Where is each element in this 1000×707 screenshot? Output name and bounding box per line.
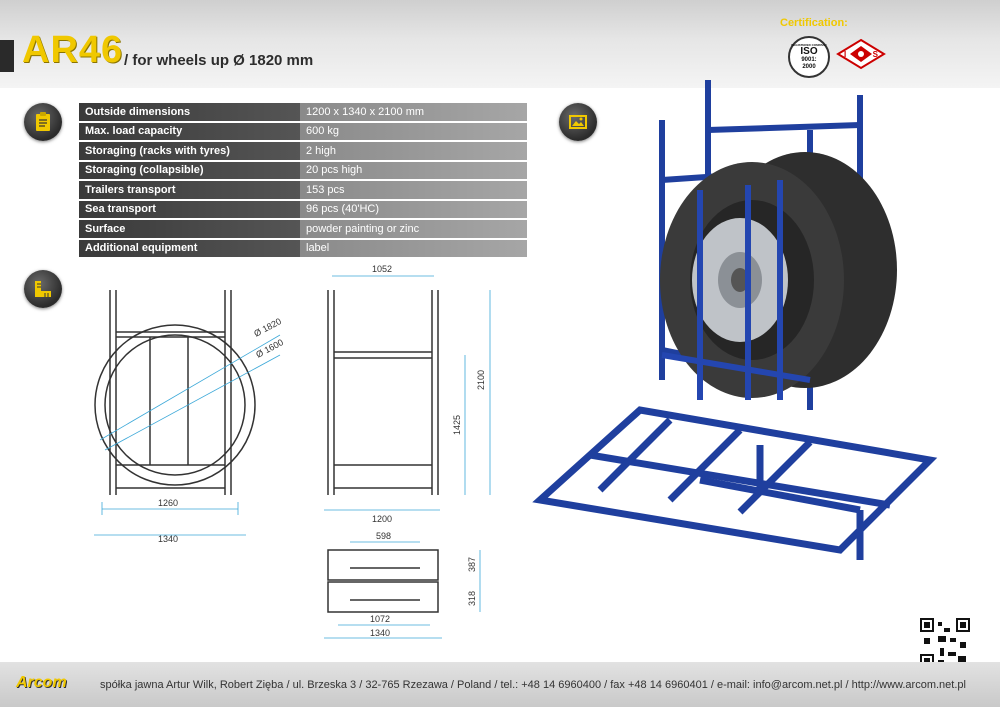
iso-badge-main: ISO: [800, 46, 818, 57]
ruler-icon: [24, 270, 62, 308]
iso-badge-line2: 2000: [802, 64, 816, 70]
dim-side-h2: 2100: [476, 370, 486, 390]
spec-label: Max. load capacity: [79, 121, 300, 142]
tyre: [660, 152, 897, 398]
side-view-drawing: 1052 2100 1425 1200: [324, 264, 491, 524]
dim-folded-w2: 1340: [370, 628, 390, 638]
spec-label: Trailers transport: [79, 180, 300, 200]
spec-value: powder painting or zinc: [300, 219, 527, 239]
spec-value: 1200 x 1340 x 2100 mm: [300, 103, 527, 122]
spec-row: Storaging (racks with tyres)2 high: [79, 141, 527, 161]
ios-letter-i: I: [844, 49, 847, 59]
collapsed-rack: [532, 406, 938, 560]
spec-value: 20 pcs high: [300, 160, 527, 181]
footer-contact: spółka jawna Artur Wilk, Robert Zięba / …: [100, 679, 966, 691]
image-icon: [559, 103, 597, 141]
dim-side-w: 1200: [372, 514, 392, 524]
model-subtitle: / for wheels up Ø 1820 mm: [124, 52, 314, 69]
spec-row: Storaging (collapsible)20 pcs high: [79, 160, 527, 181]
spec-value: 2 high: [300, 141, 527, 161]
ios-diamond-icon: [836, 38, 886, 70]
iso-certification-badge: REGISTERED COMPANY ISO 9001: 2000: [788, 36, 830, 78]
dim-side-h1: 1425: [452, 415, 462, 435]
footer: Arcom spółka jawna Artur Wilk, Robert Zi…: [0, 662, 1000, 707]
iso-badge-top: REGISTERED COMPANY: [791, 43, 827, 47]
clipboard-icon: [24, 103, 62, 141]
spec-value: 96 pcs (40'HC): [300, 199, 527, 220]
spec-label: Sea transport: [79, 199, 300, 220]
ios-letter-s: S: [872, 49, 878, 59]
dim-folded-h1: 387: [467, 557, 477, 572]
header: AR46 / for wheels up Ø 1820 mm Certifica…: [0, 0, 1000, 88]
dim-folded-h2: 318: [467, 591, 477, 606]
spec-label: Surface: [79, 219, 300, 239]
iso-badge-line1: 9001:: [801, 57, 817, 63]
spec-label: Storaging (collapsible): [79, 160, 300, 181]
model-title: AR46: [22, 29, 124, 71]
folded-view-drawing: 598 387 318 1072 1340: [324, 531, 481, 639]
spec-label: Additional equipment: [79, 238, 300, 259]
dim-front-d1: Ø 1820: [252, 316, 283, 339]
certification-title: Certification:: [780, 17, 848, 29]
dim-front-d2: Ø 1600: [254, 337, 285, 360]
dim-side-top: 1052: [372, 264, 392, 274]
spec-label: Storaging (racks with tyres): [79, 141, 300, 161]
ios-certification-badge: I O S: [836, 38, 886, 70]
dim-folded-top: 598: [376, 531, 391, 541]
front-view-drawing: Ø 1820 Ø 1600 1260 1340: [94, 290, 285, 544]
dim-folded-w1: 1072: [370, 614, 390, 624]
spec-label: Outside dimensions: [79, 103, 300, 122]
footer-logo: Arcom: [16, 674, 67, 691]
product-photo: [532, 80, 938, 560]
header-accent-bar: [0, 40, 14, 72]
dim-front-w2: 1340: [158, 534, 178, 544]
spec-value: label: [300, 238, 527, 259]
dim-front-w1: 1260: [158, 498, 178, 508]
ios-letters: I O S: [836, 38, 886, 70]
qr-code-icon: [920, 618, 970, 668]
spec-value: 600 kg: [300, 121, 527, 142]
spec-value: 153 pcs: [300, 180, 527, 200]
